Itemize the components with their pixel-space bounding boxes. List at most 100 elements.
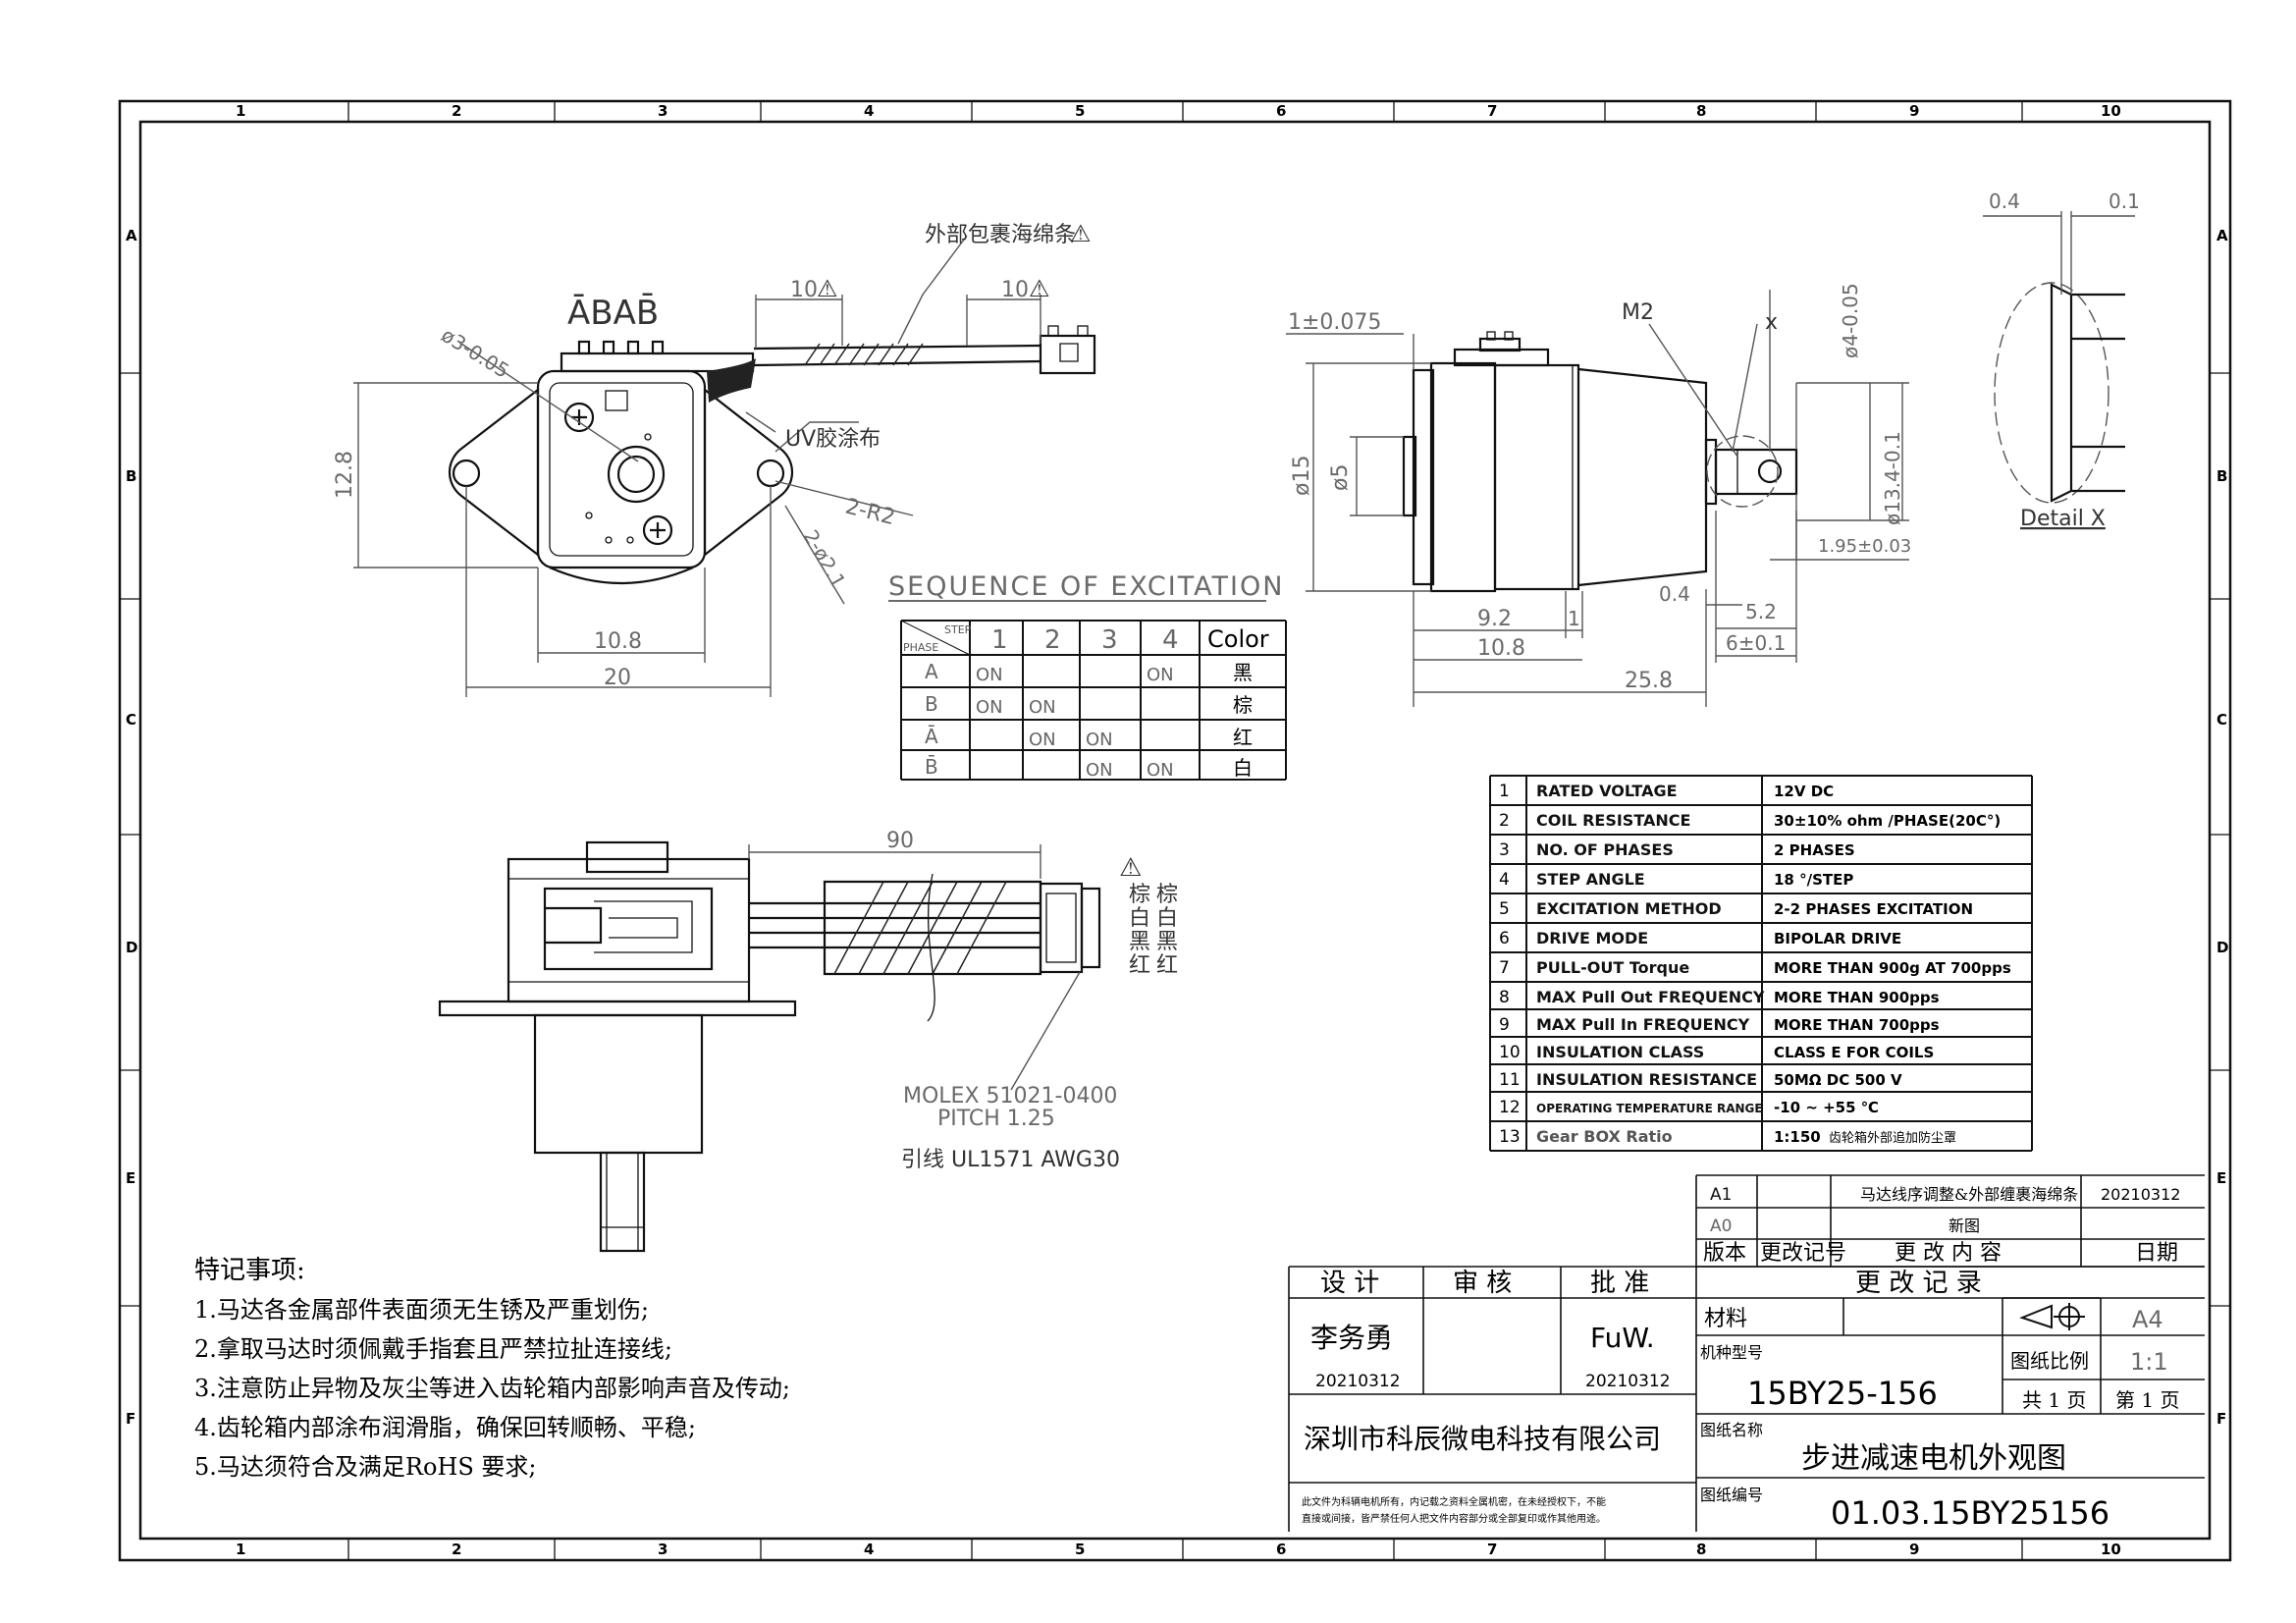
border-row-label: B bbox=[126, 467, 136, 485]
dim-20: 20 bbox=[604, 666, 631, 690]
border-col-label: 5 bbox=[1075, 1541, 1085, 1558]
spec-value: 2-2 PHASES EXCITATION bbox=[1774, 900, 1973, 918]
border-row-label: F bbox=[126, 1410, 135, 1428]
name-label: 图纸名称 bbox=[1700, 1421, 1763, 1439]
dim-1b: 1 bbox=[1568, 607, 1580, 630]
spec-no: 9 bbox=[1499, 1015, 1510, 1035]
spec-no: 10 bbox=[1499, 1043, 1521, 1062]
border-row-label: C bbox=[2216, 711, 2227, 729]
spec-name: PULL-OUT Torque bbox=[1536, 958, 1689, 977]
connector-label: MOLEX 51021-0400 bbox=[903, 1084, 1117, 1109]
review-label: 审 核 bbox=[1453, 1269, 1512, 1298]
border-row-label: E bbox=[126, 1169, 135, 1187]
spec-value: 50MΩ DC 500 V bbox=[1774, 1071, 1902, 1089]
note-uv: UV胶涂布 bbox=[785, 427, 881, 452]
spec-value: CLASS E FOR COILS bbox=[1774, 1044, 1934, 1061]
notes-list: 1.马达各金属部件表面须无生锈及严重划伤; 2.拿取马达时须佩戴手指套且严禁拉扯连… bbox=[194, 1296, 790, 1481]
spec-no: 7 bbox=[1499, 958, 1510, 978]
approver-date: 20210312 bbox=[1585, 1372, 1671, 1391]
seq-step-1: 1 bbox=[991, 625, 1008, 655]
legal-2: 直接或间接，皆严禁任何人把文件内容部分或全部复印或作其他用途。 bbox=[1302, 1512, 1606, 1525]
border-col-label: 9 bbox=[1909, 102, 1919, 120]
dim-x: x bbox=[1765, 310, 1778, 335]
dim-10b: 10 bbox=[1001, 278, 1029, 302]
dim-195: 1.95±0.03 bbox=[1818, 536, 1911, 557]
spec-value: BIPOLAR DRIVE bbox=[1774, 930, 1901, 947]
seq-step-3: 3 bbox=[1101, 625, 1118, 655]
designer-name: 李务勇 bbox=[1310, 1322, 1393, 1354]
spec-no: 6 bbox=[1499, 929, 1510, 948]
border-col-label: 9 bbox=[1909, 1541, 1919, 1558]
spec-value: 1:150 bbox=[1774, 1128, 1821, 1146]
dim-90: 90 bbox=[886, 829, 914, 853]
spec-name: MAX Pull Out FREQUENCY bbox=[1536, 988, 1765, 1006]
dim-92: 9.2 bbox=[1477, 607, 1512, 631]
seq-cell: ON bbox=[1029, 730, 1056, 750]
border-col-label: 7 bbox=[1487, 1541, 1497, 1558]
border-row-label: F bbox=[2216, 1410, 2226, 1428]
dim-108: 10.8 bbox=[1477, 636, 1525, 661]
drawing-name: 步进减速电机外观图 bbox=[1801, 1441, 2066, 1476]
seq-cell: ON bbox=[976, 665, 1003, 685]
seq-color: 黑 bbox=[1233, 661, 1253, 684]
dim-1: 1±0.075 bbox=[1288, 310, 1381, 335]
dim-d4: ø4-0.05 bbox=[1839, 283, 1862, 358]
spec-no: 11 bbox=[1499, 1070, 1521, 1090]
border-col-label: 6 bbox=[1276, 1541, 1286, 1558]
note-item: 5.马达须符合及满足RoHS 要求; bbox=[194, 1453, 537, 1481]
designer-date: 20210312 bbox=[1315, 1372, 1401, 1391]
border-col-label: 3 bbox=[658, 102, 667, 120]
material-label: 材料 bbox=[1704, 1307, 1747, 1331]
notes-title: 特记事项: bbox=[194, 1256, 305, 1285]
spec-extra: 齿轮箱外部追加防尘罩 bbox=[1829, 1130, 1956, 1146]
note-item: 1.马达各金属部件表面须无生锈及严重划伤; bbox=[194, 1296, 649, 1324]
dim-52: 5.2 bbox=[1745, 600, 1777, 623]
spec-name: Gear BOX Ratio bbox=[1536, 1127, 1673, 1146]
note-item: 4.齿轮箱内部涂布润滑脂，确保回转顺畅、平稳; bbox=[194, 1414, 696, 1441]
detail-x bbox=[1983, 211, 2135, 504]
dim-d15: ø15 bbox=[1290, 456, 1314, 496]
note-item: 2.拿取马达时须佩戴手指套且严禁拉扯连接线; bbox=[194, 1335, 672, 1363]
spec-no: 1 bbox=[1499, 782, 1510, 801]
pitch-label: PITCH 1.25 bbox=[937, 1107, 1055, 1131]
dim-d5: ø5 bbox=[1328, 464, 1353, 491]
dim-6: 6±0.1 bbox=[1726, 631, 1786, 655]
dim-10-8: 10.8 bbox=[594, 629, 642, 654]
spec-no: 12 bbox=[1499, 1098, 1521, 1117]
approver-name: FuW. bbox=[1590, 1322, 1655, 1354]
wire-color: 黑 bbox=[1129, 930, 1150, 954]
pages-total: 共 1 页 bbox=[2022, 1388, 2086, 1412]
top-view bbox=[353, 235, 1096, 697]
wire-color: 白 bbox=[1129, 906, 1150, 931]
spec-no: 5 bbox=[1499, 899, 1510, 919]
border-col-label: 4 bbox=[864, 1541, 874, 1558]
wire-color: 棕 bbox=[1129, 883, 1150, 907]
note-sponge: 外部包裹海绵条 bbox=[925, 223, 1076, 247]
rev-title: 更 改 记 录 bbox=[1855, 1269, 1982, 1298]
spec-name: MAX Pull In FREQUENCY bbox=[1536, 1015, 1750, 1034]
spec-no: 8 bbox=[1499, 988, 1510, 1007]
warning-icon: ⚠ bbox=[1119, 853, 1142, 883]
dim-holes: 2-ø2.1 bbox=[799, 526, 851, 592]
border-col-label: 8 bbox=[1696, 1541, 1706, 1558]
seq-phase: B̄ bbox=[925, 754, 938, 779]
rev-ver: A1 bbox=[1710, 1185, 1732, 1205]
note-item: 3.注意防止异物及灰尘等进入齿轮箱内部影响声音及传动; bbox=[194, 1375, 790, 1402]
drawing-number: 01.03.15BY25156 bbox=[1831, 1494, 2109, 1532]
seq-step-4: 4 bbox=[1162, 625, 1179, 655]
rev-header-no: 更改记号 bbox=[1760, 1241, 1846, 1266]
border-row-label: A bbox=[2216, 227, 2228, 244]
dim-12-8: 12.8 bbox=[333, 451, 357, 499]
dim-258: 25.8 bbox=[1625, 669, 1673, 693]
spec-value: 12V DC bbox=[1774, 783, 1834, 800]
border-row-label: D bbox=[126, 939, 137, 956]
legal-1: 此文件为科辆电机所有，内记载之资料全属机密，在未经授权下，不能 bbox=[1302, 1495, 1606, 1508]
spec-name: DRIVE MODE bbox=[1536, 929, 1648, 947]
detail-title: Detail X bbox=[2020, 507, 2106, 531]
warning-icon: ⚠ bbox=[1029, 275, 1050, 302]
